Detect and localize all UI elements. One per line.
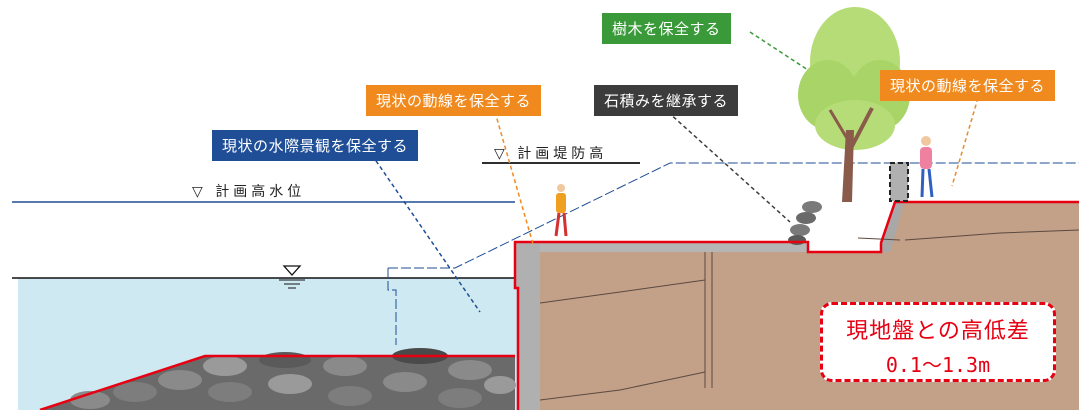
riprap-stones xyxy=(40,348,516,410)
planned-levee-profile xyxy=(388,162,1079,269)
label-tree: 樹木を保全する xyxy=(602,13,731,44)
leader-path-left xyxy=(494,111,534,245)
leader-path-right xyxy=(951,97,979,187)
existing-ground-outline xyxy=(513,200,1079,410)
label-path-right: 現状の動線を保全する xyxy=(880,70,1056,101)
water-level-symbol xyxy=(279,265,305,289)
note-title: 現地盤との高低差 xyxy=(846,319,1030,344)
stone-wall xyxy=(788,201,822,245)
label-path-left: 現状の動線を保全する xyxy=(366,85,542,116)
ground-strata-lines xyxy=(539,229,1079,401)
leader-stone xyxy=(667,111,791,223)
riprap-outline xyxy=(39,354,515,410)
high-water-label: ▽ 計画高水位 xyxy=(192,184,306,200)
note-value: 0.1～1.3m xyxy=(885,353,991,377)
height-difference-note: 現地盤との高低差 0.1～1.3m xyxy=(820,302,1056,382)
bollard xyxy=(889,162,909,202)
planned-levee-profile-2 xyxy=(387,268,397,345)
person-right xyxy=(920,136,934,198)
leader-tree xyxy=(749,31,809,71)
levee-height-label: ▽ 計画堤防高 xyxy=(494,146,608,162)
walkway-slab xyxy=(540,242,808,252)
label-stone: 石積みを継承する xyxy=(594,85,739,116)
retaining-wall xyxy=(515,242,540,410)
leader-waterfront xyxy=(371,154,481,313)
label-waterfront: 現状の水際景観を保全する xyxy=(212,130,419,161)
person-left xyxy=(554,184,568,237)
